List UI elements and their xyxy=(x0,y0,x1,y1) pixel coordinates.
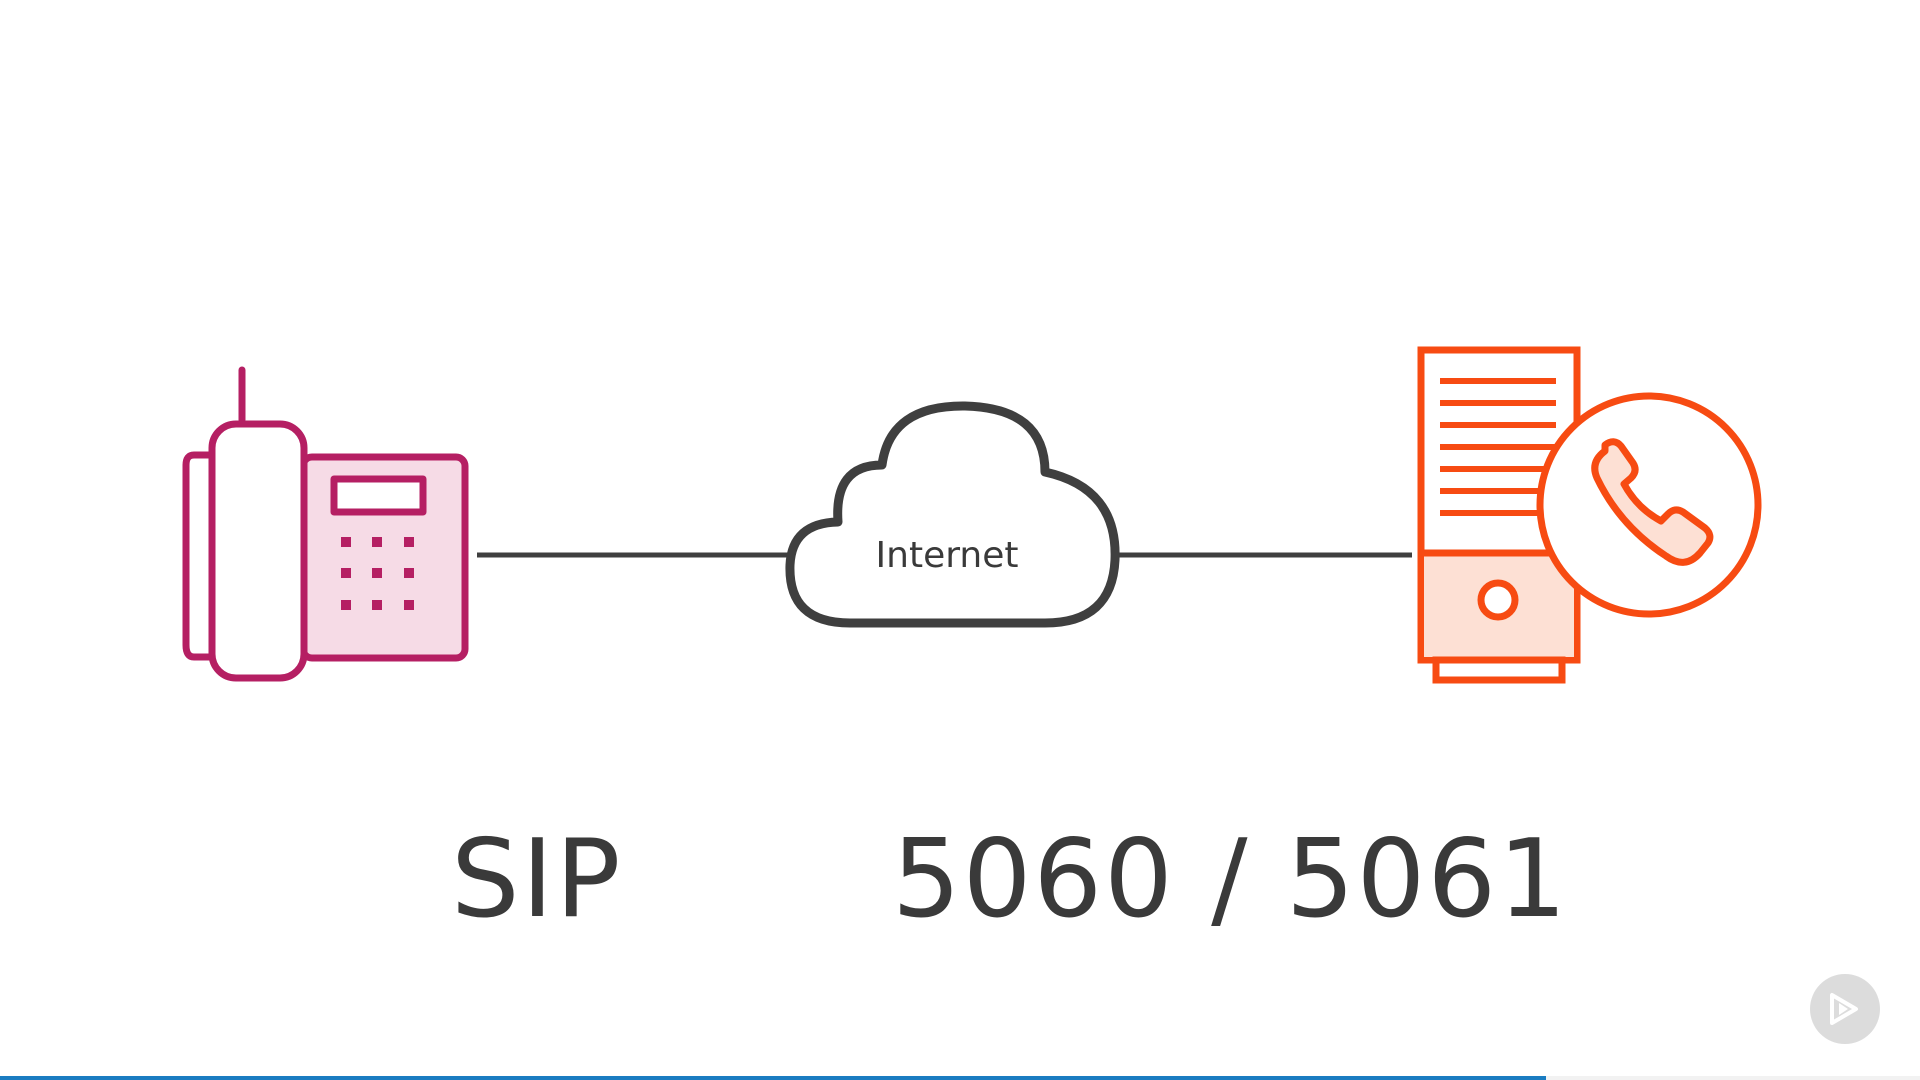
play-button[interactable] xyxy=(1810,974,1880,1044)
phone-call-icon xyxy=(1536,392,1762,618)
desk-phone-icon xyxy=(182,366,469,682)
video-progress-fill xyxy=(0,1076,1546,1080)
protocol-label: SIP xyxy=(451,817,623,942)
cloud-icon: Internet xyxy=(785,401,1120,628)
video-progress-bar[interactable] xyxy=(0,1076,1920,1080)
play-icon xyxy=(1830,993,1858,1025)
cloud-label: Internet xyxy=(876,535,1019,576)
port-numbers-label: 5060 / 5061 xyxy=(892,817,1569,942)
